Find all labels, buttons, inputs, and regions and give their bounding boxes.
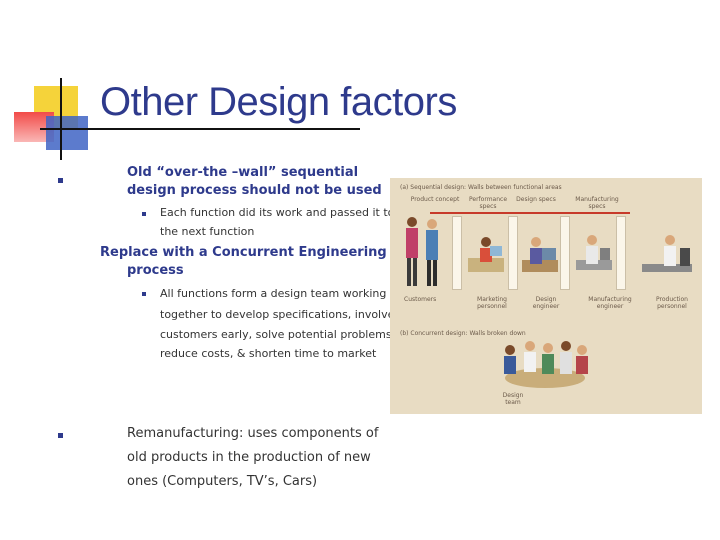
bullet-3-line-1: Remanufacturing: uses components of <box>127 426 379 441</box>
marketing-figure <box>468 237 504 272</box>
label-production-personnel: Production personnel <box>656 296 688 310</box>
wall <box>560 216 570 290</box>
label-customers: Customers <box>404 296 437 303</box>
label-performance-specs: Performance specs <box>468 196 508 210</box>
slide-title: Other Design factors <box>100 80 457 124</box>
sub-bullet-marker <box>142 292 146 296</box>
label-design-specs: Design specs <box>516 196 556 203</box>
bullet-2-sub-line-4: reduce costs, & shorten time to market <box>160 347 377 360</box>
manufacturing-engineer-figure <box>576 235 612 270</box>
design-team-figure <box>504 341 588 388</box>
decor-vertical-line <box>60 78 62 160</box>
bullet-1-sub-line-1: Each function did its work and passed it… <box>160 206 395 219</box>
decor-blue-square <box>46 116 88 150</box>
sub-bullet-marker <box>142 212 146 216</box>
bullet-2-line-1: Replace with a Concurrent Engineering <box>100 245 387 260</box>
customers-figure <box>406 217 438 286</box>
bullet-3-line-2: old products in the production of new <box>127 450 371 465</box>
bullet-2-sub-line-2: together to develop specifications, invo… <box>160 308 395 321</box>
label-marketing-personnel: Marketing personnel <box>477 296 507 310</box>
label-design-team: Design team <box>502 392 524 406</box>
wall <box>508 216 518 290</box>
bullet-marker <box>58 178 63 183</box>
figure-heading-a: (a) Sequential design: Walls between fun… <box>400 184 562 191</box>
bullet-2-line-2: process <box>127 263 184 278</box>
bullet-1-sub-line-2: the next function <box>160 225 255 238</box>
bullet-1-line-2: design process should not be used <box>127 183 382 198</box>
bullet-2-sub-line-3: customers early, solve potential problem… <box>160 328 396 341</box>
bullet-2-sub-line-1: All functions form a design team working <box>160 287 387 300</box>
label-manufacturing-specs: Manufacturing specs <box>575 196 619 210</box>
wall <box>452 216 462 290</box>
figure-heading-b: (b) Concurrent design: Walls broken down <box>400 330 526 337</box>
label-product-concept: Product concept <box>410 196 460 203</box>
concurrent-design-illustration: (a) Sequential design: Walls between fun… <box>390 178 702 414</box>
production-figure <box>642 235 692 272</box>
design-engineer-figure <box>522 237 558 272</box>
bullet-1-line-1: Old “over-the –wall” sequential <box>127 165 359 180</box>
label-manufacturing-engineer: Manufacturing engineer <box>588 296 632 310</box>
bullet-marker <box>58 433 63 438</box>
wall <box>616 216 626 290</box>
label-design-engineer: Design engineer <box>532 296 560 310</box>
bullet-3-line-3: ones (Computers, TV’s, Cars) <box>127 474 318 489</box>
arrow-sequence <box>430 212 630 214</box>
decor-horizontal-line <box>40 128 360 130</box>
